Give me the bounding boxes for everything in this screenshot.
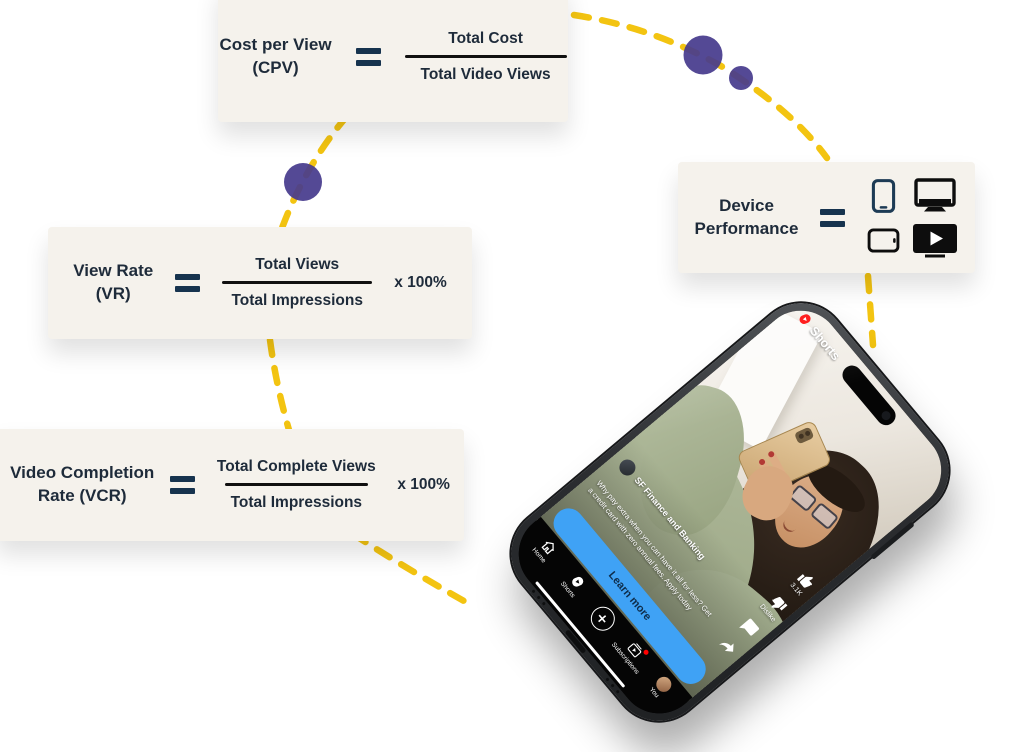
vr-denominator: Total Impressions (231, 292, 363, 310)
subscriptions-icon (627, 643, 642, 658)
device-label-line2: Performance (694, 218, 799, 238)
decor-circle-small-top (729, 66, 753, 90)
equals-sign (355, 48, 381, 66)
smartphone-icon (872, 178, 896, 213)
nav-home[interactable]: Home (523, 527, 567, 573)
device-label: Device Performance (695, 195, 799, 241)
shorts-nav-icon (571, 576, 584, 587)
device-icons (867, 178, 958, 258)
equals-sign (175, 274, 201, 292)
device-performance-card: Device Performance (678, 162, 975, 273)
equals-sign (170, 476, 196, 494)
device-label-line1: Device (719, 195, 774, 215)
cpv-numerator: Total Cost (448, 29, 523, 47)
action-rail: 3.1K Dislike (715, 567, 819, 659)
equals-sign (820, 208, 846, 227)
thumbs-up-icon (797, 574, 813, 588)
tv-play-icon (913, 223, 958, 257)
decor-circle-large-top (683, 35, 723, 75)
like-button[interactable]: 3.1K (788, 569, 819, 599)
connector-device-to-phone (864, 272, 877, 349)
fraction-bar (224, 482, 368, 487)
vr-numerator: Total Views (255, 255, 340, 273)
vcr-multiplier: x 100% (397, 476, 450, 493)
tablet-icon (868, 227, 900, 253)
connector-cpv-to-viewrate (278, 112, 351, 232)
held-phone-camera (793, 426, 815, 445)
cpv-formula-card: Cost per View (CPV) Total Cost Total Vid… (218, 0, 568, 122)
share-button[interactable] (716, 634, 741, 659)
bottom-nav: Home Shorts (502, 516, 693, 730)
vcr-label-line2: Rate (VCR) (37, 486, 127, 505)
comment-icon (739, 618, 760, 636)
thumbs-down-icon (771, 597, 788, 611)
phone-screen: Shorts 3.1K (502, 294, 958, 730)
comments-button[interactable] (738, 616, 762, 640)
nav-create[interactable] (579, 596, 625, 643)
shorts-video-scene: Shorts 3.1K (536, 294, 958, 702)
decor-circle-left (284, 163, 322, 201)
dislike-button[interactable]: Dislike (758, 591, 791, 624)
share-arrow-icon (718, 642, 734, 652)
connector-cpv-to-device (570, 11, 831, 162)
vr-label-line2: (VR) (95, 284, 131, 303)
cpv-denominator: Total Video Views (420, 66, 551, 84)
connector-viewrate-to-vcr (266, 336, 293, 434)
vcr-label: Video Completion Rate (VCR) (10, 462, 154, 508)
vcr-label-line1: Video Completion (10, 463, 155, 483)
cpv-label: Cost per View (CPV) (219, 34, 331, 80)
vcr-fraction: Total Complete Views Total Impressions (211, 458, 381, 513)
notification-dot (642, 648, 650, 656)
monitor-icon (914, 178, 957, 212)
home-icon (541, 541, 554, 555)
vr-label-line1: View Rate (73, 261, 154, 281)
smartphone-mockup: Shorts 3.1K (492, 284, 968, 740)
plus-icon (585, 601, 620, 636)
cpv-label-line1: Cost per View (219, 35, 332, 55)
vcr-numerator: Total Complete Views (216, 457, 376, 475)
shorts-header: Shorts (795, 309, 844, 364)
vr-label: View Rate (VR) (73, 260, 153, 306)
view-rate-formula-card: View Rate (VR) Total Views Total Impress… (48, 227, 472, 339)
fraction-bar (404, 54, 567, 59)
connector-vcr-to-phone (349, 530, 468, 605)
cpv-fraction: Total Cost Total Video Views (404, 29, 567, 85)
vcr-formula-card: Video Completion Rate (VCR) Total Comple… (0, 429, 464, 541)
shorts-logo-icon (799, 314, 811, 324)
vr-multiplier: x 100% (394, 274, 447, 291)
vr-fraction: Total Views Total Impressions (222, 255, 373, 311)
fraction-bar (222, 280, 373, 285)
vcr-denominator: Total Impressions (230, 494, 363, 512)
nav-subscriptions[interactable]: Subscriptions (610, 630, 654, 676)
nav-shorts[interactable]: Shorts (552, 561, 596, 607)
front-camera-dot (879, 409, 893, 422)
cpv-label-line2: (CPV) (252, 58, 299, 77)
